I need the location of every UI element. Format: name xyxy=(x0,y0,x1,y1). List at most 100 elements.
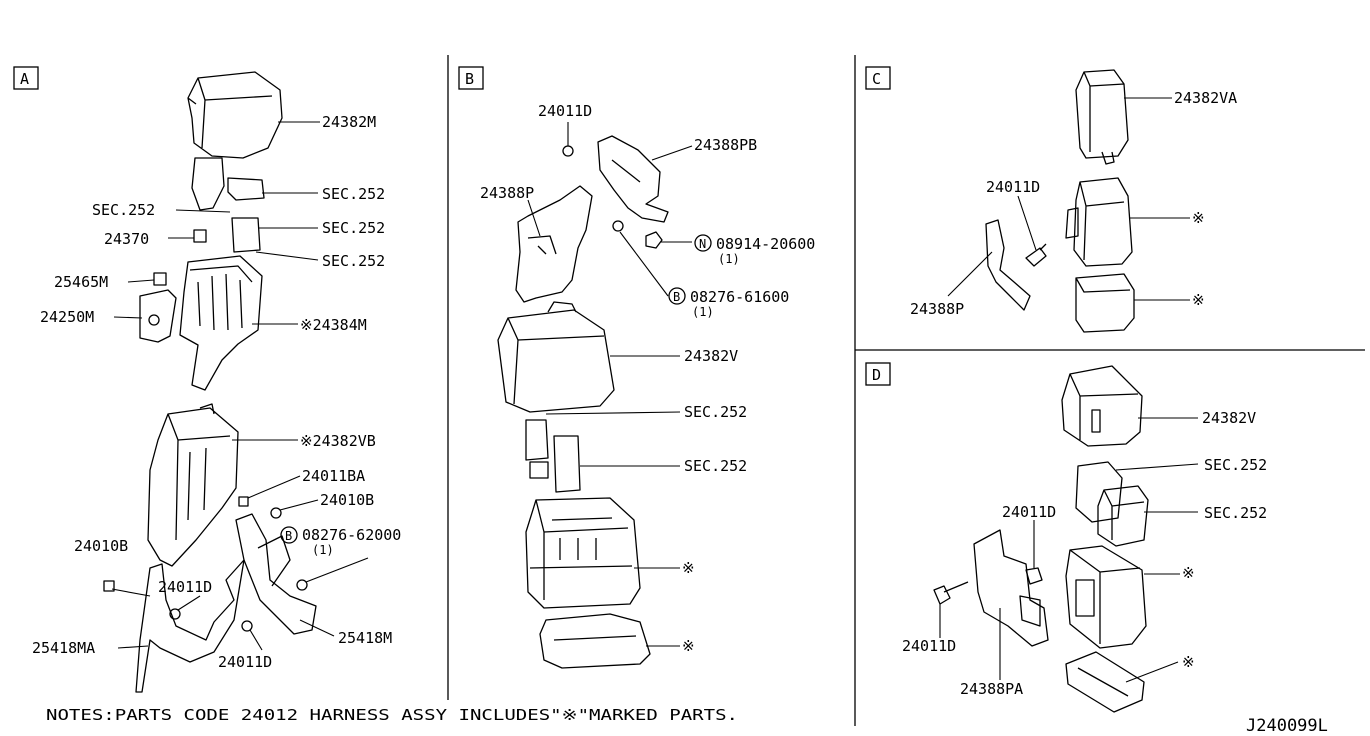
label-sec252-d1: SEC.252 xyxy=(1204,456,1267,474)
part-sec252-relay-top xyxy=(191,157,265,253)
leader-sec252-a2 xyxy=(175,209,231,213)
section-a-tag: A xyxy=(20,70,29,88)
label-08276-62000: 08276-62000 xyxy=(302,526,401,544)
label-sec252-a3: SEC.252 xyxy=(322,219,385,237)
part-24370 xyxy=(193,229,207,243)
part-nut-08914 xyxy=(645,231,663,249)
label-24388P-b: 24388P xyxy=(480,184,534,202)
label-24011D-d-a: 24011D xyxy=(1002,503,1056,521)
label-24010B-b: 24010B xyxy=(74,537,128,555)
part-sec252-d1 xyxy=(1075,461,1123,523)
label-star-b1: ※ xyxy=(682,559,695,577)
section-b-tag: B xyxy=(465,70,474,88)
leader-24250M xyxy=(113,316,143,319)
label-24382VA: 24382VA xyxy=(1174,89,1237,107)
leader-08276-61600 xyxy=(619,231,669,297)
leader-24011D-c xyxy=(1017,195,1037,251)
leader-25418M xyxy=(299,619,335,637)
leader-sec252-b1 xyxy=(545,411,681,415)
part-bolt-08276 xyxy=(296,579,308,591)
section-d-tag: D xyxy=(872,366,881,384)
label-24388P-c: 24388P xyxy=(910,300,964,318)
label-24382V-d: 24382V xyxy=(1202,409,1256,427)
leader-24010B-b xyxy=(111,588,151,597)
label-25418MA: 25418MA xyxy=(32,639,95,657)
leader-25418MA xyxy=(117,645,149,649)
circle-b-mark-a xyxy=(280,526,298,544)
label-25465M: 25465M xyxy=(54,273,108,291)
circle-n-mark xyxy=(694,234,712,252)
label-24382V-b: 24382V xyxy=(684,347,738,365)
label-24382M: 24382M xyxy=(322,113,376,131)
leader-08276-62000 xyxy=(305,557,369,583)
label-24382VB: ※24382VB xyxy=(300,432,376,450)
part-24011D-d-b xyxy=(933,581,969,605)
part-25418M-bracket xyxy=(235,513,317,635)
part-24250M xyxy=(139,289,177,343)
label-24370: 24370 xyxy=(104,230,149,248)
part-24011D-d-a xyxy=(1025,567,1043,585)
leader-24388PB xyxy=(651,145,693,161)
part-cover-b xyxy=(539,613,651,669)
label-qty-b2: (1) xyxy=(692,305,714,319)
section-a: A xyxy=(13,66,401,693)
part-24382M xyxy=(187,71,283,159)
part-24388PA xyxy=(973,529,1049,647)
label-24011D-c: 24011D xyxy=(986,178,1040,196)
label-24384M: ※24384M xyxy=(300,316,367,334)
section-c-tag: C xyxy=(872,70,881,88)
part-24011BA xyxy=(238,496,249,507)
part-sec252-d2 xyxy=(1097,485,1149,547)
label-24011D-b: 24011D xyxy=(538,102,592,120)
label-24388PA: 24388PA xyxy=(960,680,1023,698)
circle-b-mark-b xyxy=(668,287,686,305)
part-24384M-block xyxy=(179,255,263,391)
section-b-tag-box xyxy=(458,66,484,90)
leader-sec252-d1 xyxy=(1115,463,1199,471)
label-24011D-b: 24011D xyxy=(218,653,272,671)
part-fuse-block-c xyxy=(1065,177,1133,267)
label-b-mark-b: B xyxy=(673,290,680,304)
section-b: B 24011D 24388PB 24388P N 08914-20600 (1… xyxy=(458,66,815,669)
part-fuse-box-d xyxy=(1065,545,1147,649)
section-c: C 24382VA ※ 24011D 24388P ※ xyxy=(865,66,1237,333)
leader-24011BA xyxy=(247,475,301,499)
leader-sec252-a4 xyxy=(255,251,319,261)
part-24388PB xyxy=(597,135,669,223)
part-24011D-b-bolt xyxy=(562,145,574,157)
label-star-c2: ※ xyxy=(1192,291,1205,309)
label-08276-61600: 08276-61600 xyxy=(690,288,789,306)
leader-24388P-c xyxy=(947,251,993,297)
part-24382VB xyxy=(147,403,239,567)
part-24382V-d xyxy=(1061,365,1143,447)
label-star-d1: ※ xyxy=(1182,564,1195,582)
part-24388P-bracket xyxy=(515,185,593,303)
label-n-mark: N xyxy=(699,237,706,251)
label-08914-20600: 08914-20600 xyxy=(716,235,815,253)
part-sec252-b2 xyxy=(553,435,581,493)
label-star-c1: ※ xyxy=(1192,209,1205,227)
diagram-id: J240099L xyxy=(1246,716,1328,736)
label-qty-a: (1) xyxy=(312,543,334,557)
label-sec252-b1: SEC.252 xyxy=(684,403,747,421)
label-star-b2: ※ xyxy=(682,637,695,655)
part-sec252-b1 xyxy=(525,419,549,479)
label-sec252-a1: SEC.252 xyxy=(322,185,385,203)
label-24010B-a: 24010B xyxy=(320,491,374,509)
part-24382V-b xyxy=(497,301,615,413)
section-d-tag-box xyxy=(865,362,891,386)
part-24010B-b xyxy=(103,580,115,592)
label-qty-b1: (1) xyxy=(718,252,740,266)
label-sec252-a2: SEC.252 xyxy=(92,201,155,219)
label-sec252-d2: SEC.252 xyxy=(1204,504,1267,522)
section-d: D 24382V SEC.252 SEC.252 24011D ※ 24011D… xyxy=(865,362,1267,713)
section-c-tag-box xyxy=(865,66,891,90)
label-24388PB: 24388PB xyxy=(694,136,757,154)
label-24250M: 24250M xyxy=(40,308,94,326)
part-25465M xyxy=(153,272,167,286)
label-25418M: 25418M xyxy=(338,629,392,647)
leader-24010B-a xyxy=(279,499,319,511)
label-24011D-a: 24011D xyxy=(158,578,212,596)
part-cover-c xyxy=(1075,273,1135,333)
